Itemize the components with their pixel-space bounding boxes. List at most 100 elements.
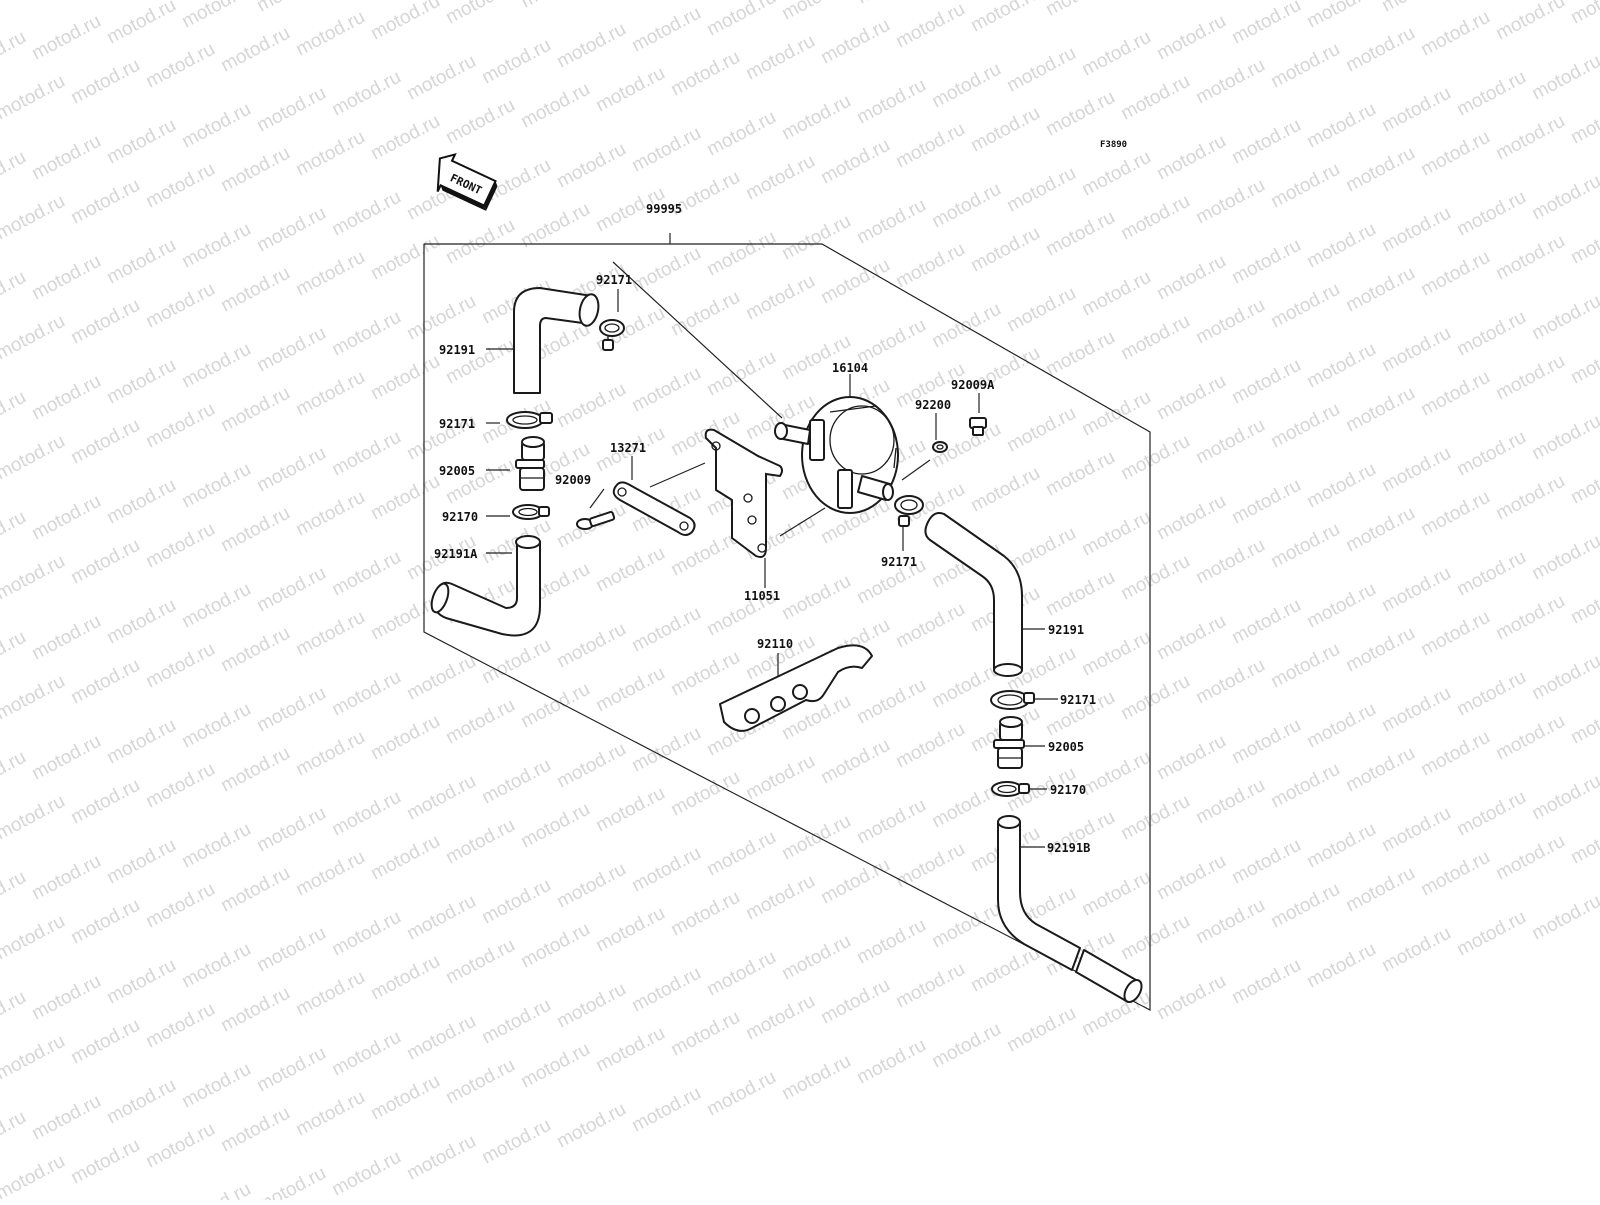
watermark-text: motod.ru xyxy=(703,227,779,281)
figure-code: F3890 xyxy=(1100,140,1127,150)
watermark-text: motod.ru xyxy=(478,995,554,1049)
watermark-text: motod.ru xyxy=(28,371,104,425)
watermark-text: motod.ru xyxy=(778,571,854,625)
callout-92009: 92009 xyxy=(555,473,591,487)
watermark-text: motod.ru xyxy=(1042,87,1118,141)
watermark-text: motod.ru xyxy=(1378,83,1454,137)
watermark-text: motod.ru xyxy=(1378,443,1454,497)
watermark-text: motod.ru xyxy=(328,187,404,241)
watermark-text: motod.ru xyxy=(1453,187,1529,241)
watermark-text: motod.ru xyxy=(442,0,518,28)
watermark-text: motod.ru xyxy=(1378,683,1454,737)
watermark-text: motod.ru xyxy=(1153,11,1229,65)
watermark-text: motod.ru xyxy=(1342,383,1418,437)
watermark-text: motod.ru xyxy=(217,743,293,797)
watermark-text: motod.ru xyxy=(703,107,779,161)
watermark-text: motod.ru xyxy=(403,291,479,345)
watermark-text: motod.ru xyxy=(1303,0,1379,32)
watermark-text: motod.ru xyxy=(853,75,929,129)
watermark-text: motod.ru xyxy=(1078,867,1154,921)
watermark-text: motod.ru xyxy=(67,775,143,829)
watermark-text: motod.ru xyxy=(103,0,179,48)
watermark-text: motod.ru xyxy=(217,983,293,1037)
watermark-text: motod.ru xyxy=(178,219,254,273)
watermark-text: motod.ru xyxy=(328,907,404,961)
watermark-text: motod.ru xyxy=(0,987,30,1041)
watermark-text: motod.ru xyxy=(0,431,69,485)
watermark-text: motod.ru xyxy=(253,923,329,977)
watermark-text: motod.ru xyxy=(103,1075,179,1129)
watermark-text: motod.ru xyxy=(628,243,704,297)
watermark-text: motod.ru xyxy=(478,35,554,89)
watermark-text: motod.ru xyxy=(778,1051,854,1105)
watermark-text: motod.ru xyxy=(1117,911,1193,965)
watermark-text: motod.ru xyxy=(628,963,704,1017)
watermark-text: motod.ru xyxy=(892,839,968,893)
watermark-text: motod.ru xyxy=(178,459,254,513)
watermark-text: motod.ru xyxy=(0,311,69,365)
watermark-text: motod.ru xyxy=(217,143,293,197)
watermark-text: motod.ru xyxy=(853,195,929,249)
watermark-text: motod.ru xyxy=(0,791,69,845)
watermark-text: motod.ru xyxy=(667,47,743,101)
watermark-text: motod.ru xyxy=(403,51,479,105)
watermark-text: motod.ru xyxy=(1192,775,1268,829)
watermark-text: motod.ru xyxy=(367,951,443,1005)
watermark-text: motod.ru xyxy=(853,795,929,849)
callout-92191a: 92191A xyxy=(434,547,478,561)
watermark-text: motod.ru xyxy=(0,551,69,605)
watermark-text: motod.ru xyxy=(517,0,593,12)
watermark-text: motod.ru xyxy=(0,747,30,801)
watermark-text: motod.ru xyxy=(478,1115,554,1169)
watermark-text: motod.ru xyxy=(592,663,668,717)
watermark-text: motod.ru xyxy=(1492,711,1568,765)
watermark-text: motod.ru xyxy=(28,731,104,785)
watermark-text: motod.ru xyxy=(1078,387,1154,441)
watermark-text: motod.ru xyxy=(142,1119,218,1173)
watermark-text: motod.ru xyxy=(217,263,293,317)
watermark-text: motod.ru xyxy=(0,507,30,561)
watermark-text: motod.ru xyxy=(403,891,479,945)
watermark-text: motod.ru xyxy=(142,279,218,333)
watermark-text: motod.ru xyxy=(928,1019,1004,1073)
watermark-text: motod.ru xyxy=(0,0,69,4)
callout-92005-left: 92005 xyxy=(439,464,475,478)
watermark-text: motod.ru xyxy=(1453,307,1529,361)
watermark-text: motod.ru xyxy=(142,879,218,933)
watermark-text: motod.ru xyxy=(1528,291,1600,345)
watermark-text: motod.ru xyxy=(1492,111,1568,165)
watermark-text: motod.ru xyxy=(28,491,104,545)
watermark-text: motod.ru xyxy=(178,339,254,393)
watermark-text: motod.ru xyxy=(253,1163,329,1200)
callout-92191: 92191 xyxy=(439,343,475,357)
watermark-text: motod.ru xyxy=(478,755,554,809)
watermark-text: motod.ru xyxy=(103,475,179,529)
watermark-text: motod.ru xyxy=(1492,351,1568,405)
watermark-text: motod.ru xyxy=(1042,567,1118,621)
callout-92191-right: 92191 xyxy=(1048,623,1084,637)
watermark-text: motod.ru xyxy=(517,799,593,853)
callout-13271: 13271 xyxy=(610,441,646,455)
watermark-text: motod.ru xyxy=(628,3,704,57)
watermark-text: motod.ru xyxy=(442,95,518,149)
watermark-text: motod.ru xyxy=(1378,923,1454,977)
watermark-text: motod.ru xyxy=(67,655,143,709)
watermark-text: motod.ru xyxy=(178,1179,254,1200)
watermark-text: motod.ru xyxy=(1528,171,1600,225)
watermark-text: motod.ru xyxy=(1117,311,1193,365)
clamp-92171-left xyxy=(507,412,552,428)
watermark-text: motod.ru xyxy=(142,519,218,573)
watermark-text: motod.ru xyxy=(217,383,293,437)
watermark-text: motod.ru xyxy=(1003,43,1079,97)
watermark-text: motod.ru xyxy=(553,379,629,433)
callout-92171-top: 92171 xyxy=(596,273,632,287)
watermark-text: motod.ru xyxy=(1267,279,1343,333)
washer-92200 xyxy=(933,442,947,452)
bolt-92009a xyxy=(970,418,986,435)
watermark-text: motod.ru xyxy=(817,975,893,1029)
watermark-text: motod.ru xyxy=(367,231,443,285)
watermark-text: motod.ru xyxy=(928,899,1004,953)
watermark-text: motod.ru xyxy=(142,399,218,453)
watermark-text: motod.ru xyxy=(1528,51,1600,105)
watermark-text: motod.ru xyxy=(853,1035,929,1089)
